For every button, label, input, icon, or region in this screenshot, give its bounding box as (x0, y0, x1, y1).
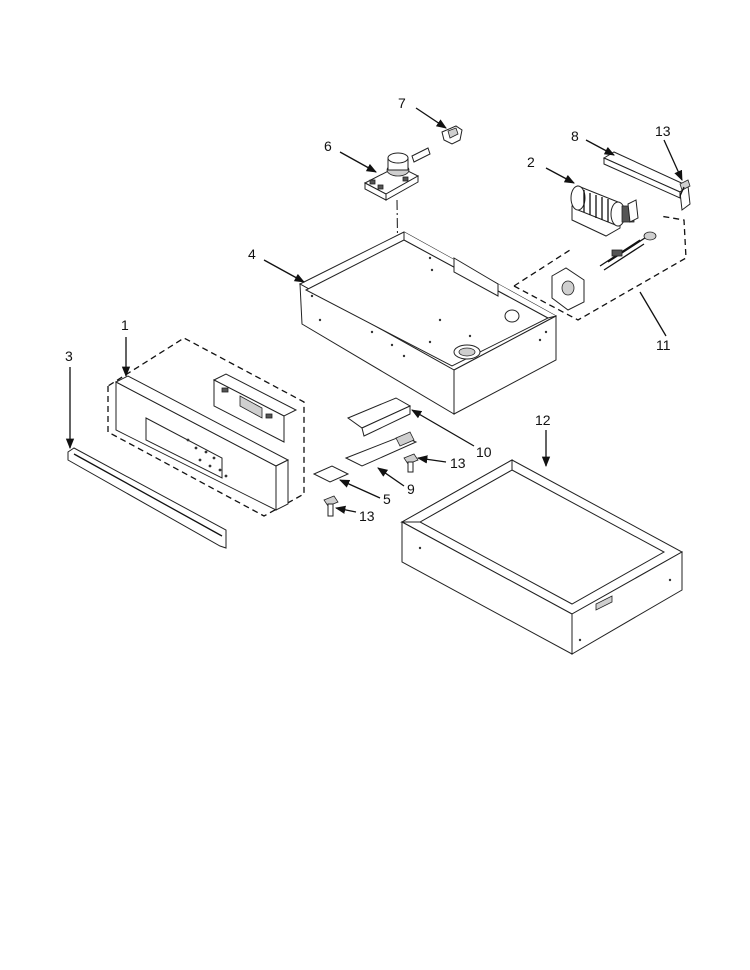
part-6-switch-assembly (363, 147, 431, 201)
part-12-lower-box (400, 459, 684, 655)
callout-4: 4 (248, 246, 256, 262)
callout-1: 1 (121, 317, 129, 333)
callout-2: 2 (527, 154, 535, 170)
callout-10: 10 (476, 444, 492, 460)
leader-lines (65, 107, 683, 514)
part-5-plate (312, 465, 350, 483)
callouts: 1 2 3 4 5 6 7 8 9 10 11 12 13 13 13 (65, 95, 671, 524)
part-9-bracket (344, 431, 418, 467)
part-1-control-panel (107, 337, 305, 517)
part-11-group (513, 215, 687, 321)
callout-7: 7 (398, 95, 406, 111)
part-4-housing (298, 231, 558, 415)
callout-11: 11 (656, 337, 671, 353)
part-10-plate (346, 397, 412, 437)
callout-12: 12 (535, 412, 551, 428)
callout-3: 3 (65, 348, 73, 364)
part-13-screw-mid (403, 453, 419, 473)
part-8-bracket (602, 151, 691, 211)
callout-8: 8 (571, 128, 579, 144)
callout-13-mid: 13 (450, 455, 466, 471)
callout-6: 6 (324, 138, 332, 154)
part-7-clip (441, 125, 463, 145)
callout-13-low: 13 (359, 508, 375, 524)
callout-13-top: 13 (655, 123, 671, 139)
callout-5: 5 (383, 491, 391, 507)
part-13-screw-top (679, 179, 691, 197)
part-13-screw-low (323, 495, 339, 517)
callout-9: 9 (407, 481, 415, 497)
part-2-blower-motor (570, 185, 639, 237)
